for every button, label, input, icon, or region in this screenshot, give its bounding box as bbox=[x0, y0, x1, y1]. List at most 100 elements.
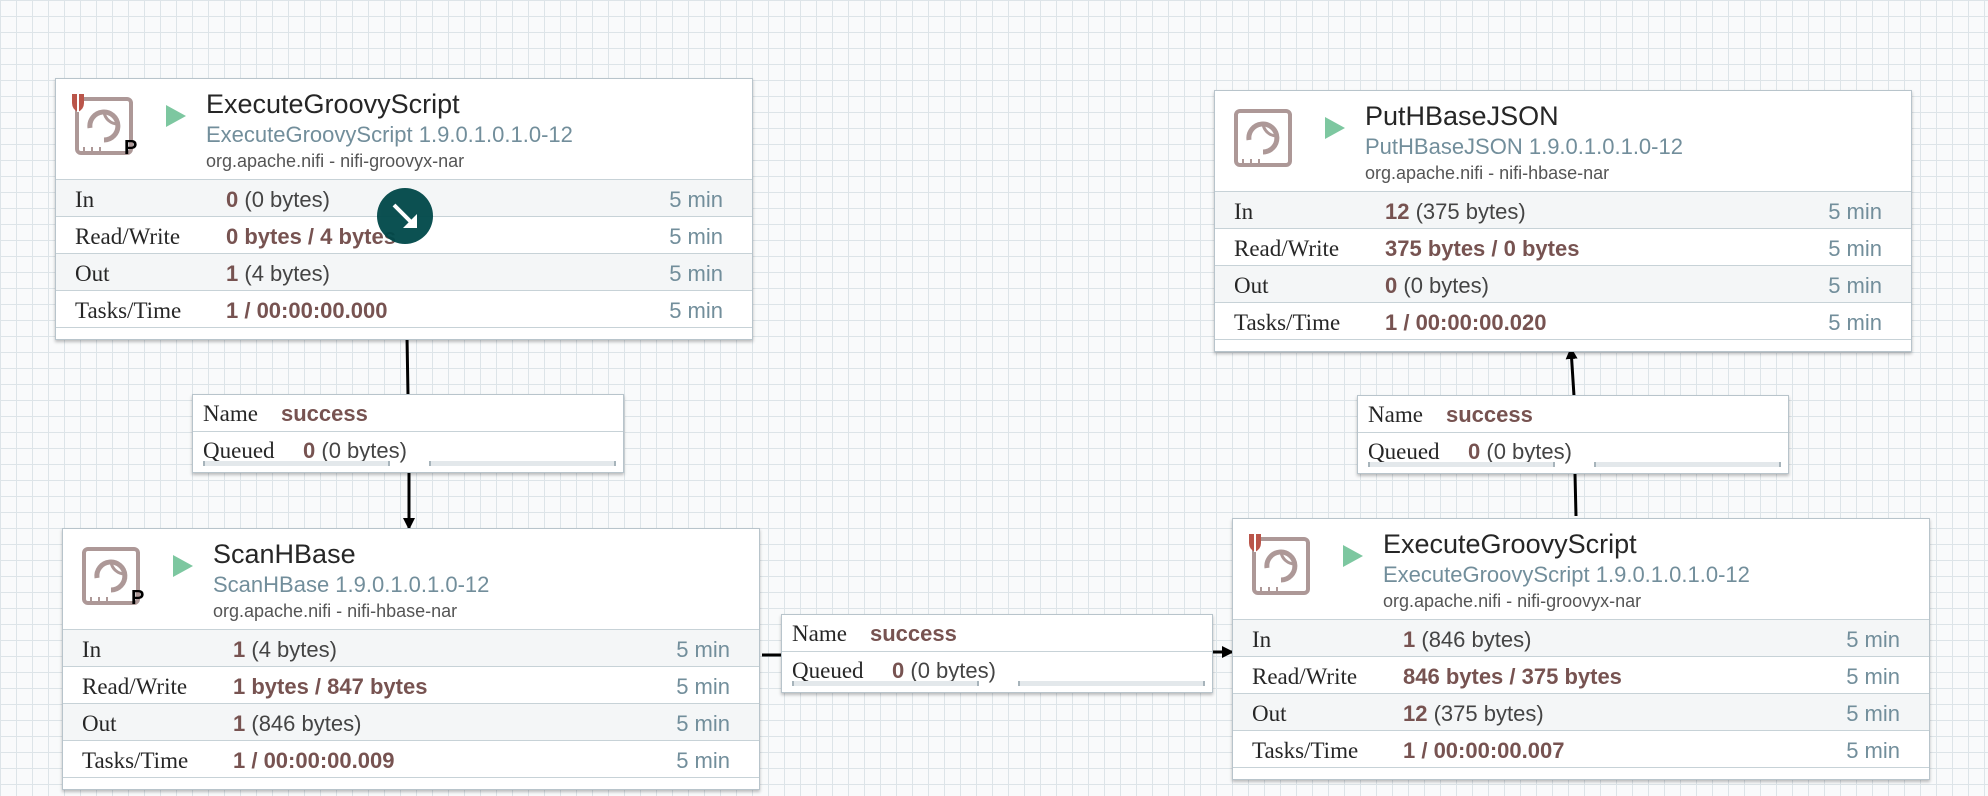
queue-backpressure-bar-count bbox=[203, 461, 390, 466]
stat-value: 375 bytes / 0 bytes bbox=[1385, 236, 1580, 261]
stat-value: 1 bbox=[1403, 627, 1416, 652]
stat-label: Tasks/Time bbox=[82, 748, 189, 773]
stat-label: Out bbox=[75, 261, 110, 286]
stat-value: 1 bytes / 847 bytes bbox=[233, 674, 428, 699]
stat-time: 5 min bbox=[669, 261, 723, 286]
stat-detail: (846 bytes) bbox=[245, 711, 362, 736]
processor-name: PutHBaseJSON bbox=[1365, 101, 1559, 131]
stat-detail: (0 bytes) bbox=[238, 187, 330, 212]
stat-time: 5 min bbox=[676, 637, 730, 662]
processor-execute-groovy-script-1[interactable]: P ExecuteGroovyScript ExecuteGroovyScrip… bbox=[55, 78, 753, 340]
stat-detail: (0 bytes) bbox=[1397, 273, 1489, 298]
stat-time: 5 min bbox=[676, 674, 730, 699]
processor-execute-groovy-script-2[interactable]: ExecuteGroovyScript ExecuteGroovyScript … bbox=[1232, 518, 1930, 780]
stat-value: 846 bytes / 375 bytes bbox=[1403, 664, 1622, 689]
stat-detail: (846 bytes) bbox=[1415, 627, 1532, 652]
stat-detail: (4 bytes) bbox=[245, 637, 337, 662]
processor-name: ExecuteGroovyScript bbox=[206, 89, 460, 119]
stat-label: Read/Write bbox=[1234, 236, 1340, 261]
stat-value: 0 bbox=[226, 187, 239, 212]
processor-type: PutHBaseJSON 1.9.0.1.0.1.0-12 bbox=[1365, 134, 1683, 159]
connection-name: success bbox=[281, 401, 368, 426]
stat-time: 5 min bbox=[1828, 310, 1882, 335]
primary-node-badge: P bbox=[131, 587, 145, 609]
stat-time: 5 min bbox=[1846, 627, 1900, 652]
stat-time: 5 min bbox=[1828, 273, 1882, 298]
processor-scan-hbase[interactable]: P ScanHBase ScanHBase 1.9.0.1.0.1.0-12 o… bbox=[62, 528, 760, 790]
processor-bundle: org.apache.nifi - nifi-groovyx-nar bbox=[1383, 591, 1642, 611]
processor-bundle: org.apache.nifi - nifi-hbase-nar bbox=[1365, 163, 1610, 183]
stat-row-tasks-time: Tasks/Time 1 / 00:00:00.020 5 min bbox=[1215, 302, 1911, 339]
stat-time: 5 min bbox=[669, 224, 723, 249]
stat-row-tasks-time: Tasks/Time 1 / 00:00:00.009 5 min bbox=[63, 740, 759, 777]
processor-name: ExecuteGroovyScript bbox=[1383, 529, 1637, 559]
queued-size: (0 bytes) bbox=[315, 438, 407, 463]
queued-count: 0 bbox=[303, 438, 316, 463]
connection-name-label: Name bbox=[203, 401, 258, 426]
stat-time: 5 min bbox=[676, 711, 730, 736]
processor-icon bbox=[79, 544, 143, 608]
running-play-icon bbox=[1323, 116, 1347, 140]
running-play-icon bbox=[171, 554, 195, 578]
processor-name: ScanHBase bbox=[213, 539, 356, 569]
stat-value: 1 / 00:00:00.020 bbox=[1385, 310, 1547, 335]
stat-time: 5 min bbox=[1828, 236, 1882, 261]
stat-value: 1 bbox=[226, 261, 239, 286]
connection-name-label: Name bbox=[1368, 402, 1423, 427]
bulletin-shield-icon[interactable] bbox=[1248, 533, 1262, 553]
stat-row-read-write: Read/Write 375 bytes / 0 bytes 5 min bbox=[1215, 228, 1911, 265]
connection-queued-label: Queued bbox=[203, 438, 275, 463]
stat-row-out: Out 1 (4 bytes) 5 min bbox=[56, 253, 752, 290]
bulletin-shield-icon[interactable] bbox=[71, 93, 85, 113]
processor-type: ExecuteGroovyScript 1.9.0.1.0.1.0-12 bbox=[1383, 562, 1750, 587]
queued-size: (0 bytes) bbox=[1480, 439, 1572, 464]
processor-bundle: org.apache.nifi - nifi-hbase-nar bbox=[213, 601, 458, 621]
stat-value: 0 bbox=[1385, 273, 1398, 298]
processor-type: ScanHBase 1.9.0.1.0.1.0-12 bbox=[213, 572, 490, 597]
stat-value: 12 bbox=[1403, 701, 1428, 726]
stat-label: Read/Write bbox=[1252, 664, 1358, 689]
stat-time: 5 min bbox=[669, 187, 723, 212]
stat-value: 1 / 00:00:00.009 bbox=[233, 748, 395, 773]
connection-name: success bbox=[1446, 402, 1533, 427]
primary-node-badge: P bbox=[124, 137, 138, 159]
running-play-icon bbox=[164, 104, 188, 128]
stat-label: Tasks/Time bbox=[1234, 310, 1341, 335]
connection-name: success bbox=[870, 621, 957, 646]
processor-icon bbox=[1231, 106, 1295, 170]
stat-label: Out bbox=[1252, 701, 1287, 726]
processor-icon bbox=[1249, 534, 1313, 598]
stat-label: Tasks/Time bbox=[1252, 738, 1359, 763]
stat-time: 5 min bbox=[1846, 701, 1900, 726]
running-play-icon bbox=[1341, 544, 1365, 568]
connection-label-groovy-to-scan[interactable]: Name success Queued 0 (0 bytes) bbox=[192, 394, 624, 473]
stat-label: Read/Write bbox=[82, 674, 188, 699]
stat-label: Read/Write bbox=[75, 224, 181, 249]
stat-time: 5 min bbox=[669, 298, 723, 323]
stat-row-read-write: Read/Write 846 bytes / 375 bytes 5 min bbox=[1233, 656, 1929, 693]
stat-row-read-write: Read/Write 1 bytes / 847 bytes 5 min bbox=[63, 666, 759, 703]
connection-queued-label: Queued bbox=[792, 658, 864, 683]
connection-name-label: Name bbox=[792, 621, 847, 646]
stat-detail: (375 bytes) bbox=[1427, 701, 1544, 726]
stat-time: 5 min bbox=[1846, 664, 1900, 689]
processor-put-hbase-json[interactable]: PutHBaseJSON PutHBaseJSON 1.9.0.1.0.1.0-… bbox=[1214, 90, 1912, 352]
stat-detail: (4 bytes) bbox=[238, 261, 330, 286]
stat-value: 1 bbox=[233, 711, 246, 736]
queue-backpressure-bar-size bbox=[429, 461, 616, 466]
stat-label: In bbox=[75, 187, 95, 212]
queue-backpressure-bar-size bbox=[1594, 462, 1781, 467]
stat-detail: (375 bytes) bbox=[1409, 199, 1526, 224]
stat-time: 5 min bbox=[676, 748, 730, 773]
